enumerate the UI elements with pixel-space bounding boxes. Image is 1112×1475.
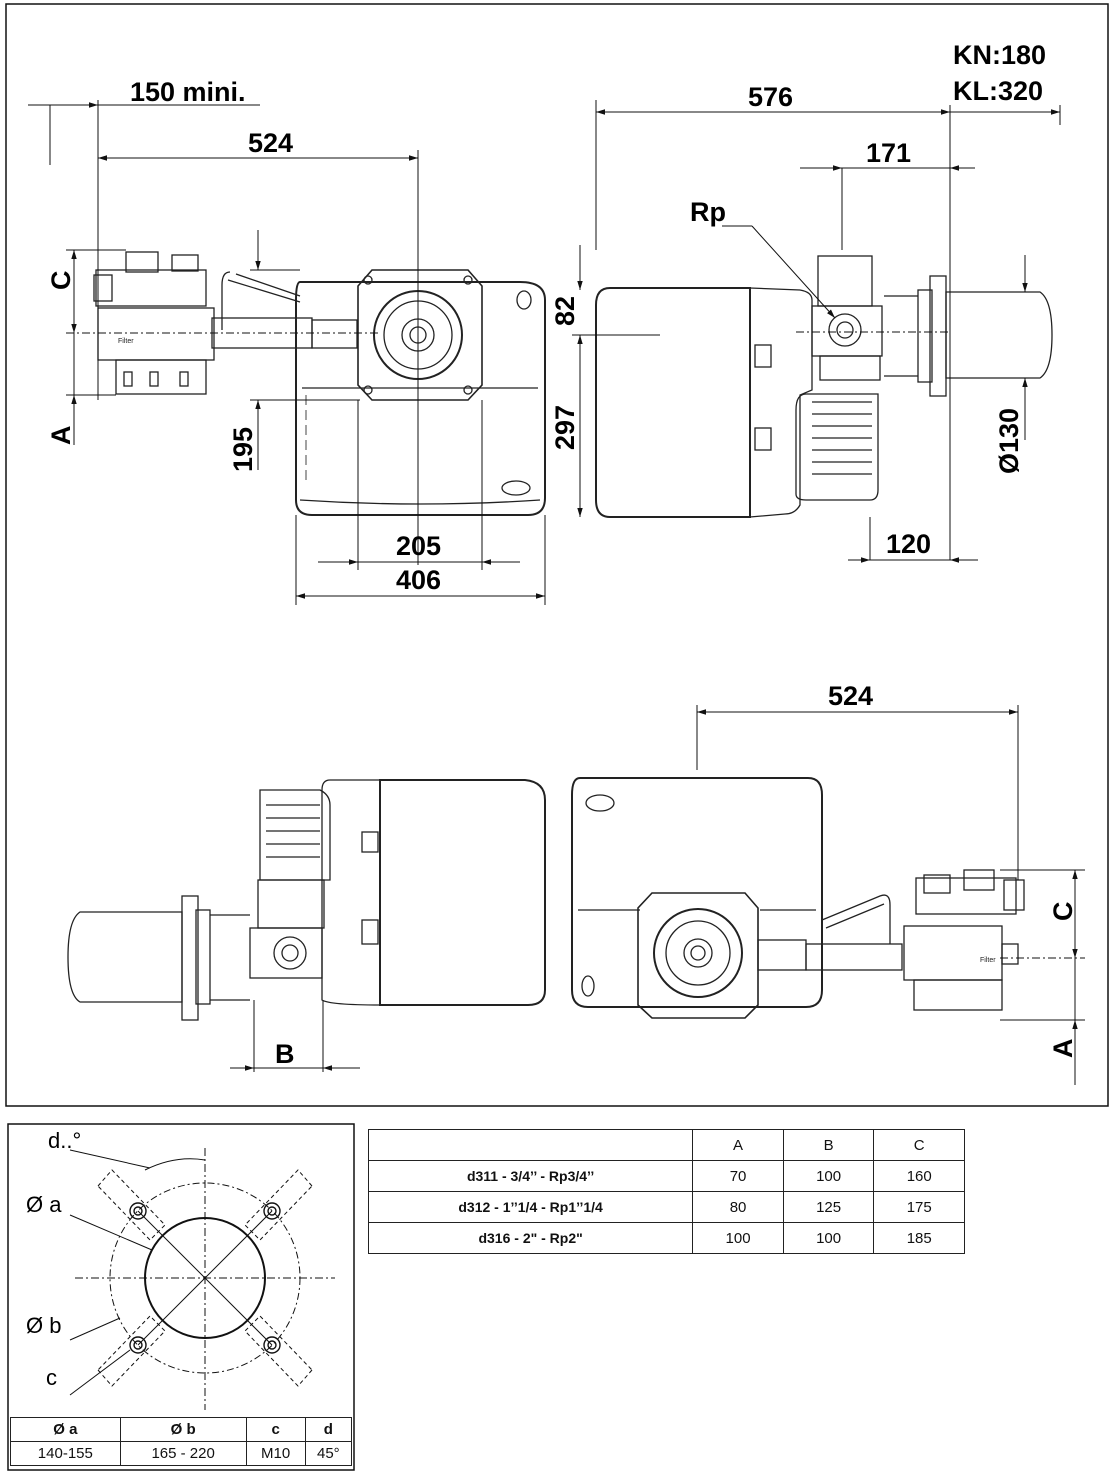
row-C: 185	[873, 1222, 965, 1254]
dimension-table: A B C d311 - 3/4’’ - Rp3/4’’ 70 100 160 …	[367, 1129, 965, 1254]
table-row: d312 - 1’’1/4 - Rp1’’1/4 80 125 175	[367, 1191, 965, 1223]
flange-table: Ø a Ø b c d 140-155 165 - 220 M10 45°	[10, 1417, 353, 1466]
dim-lines-top-left	[28, 100, 546, 605]
table-row: d311 - 3/4’’ - Rp3/4’’ 70 100 160	[367, 1160, 965, 1192]
flange-header-a: Ø a	[10, 1417, 121, 1442]
header-B: B	[782, 1129, 875, 1161]
label-Rp: Rp	[690, 197, 726, 227]
front-view-burner	[93, 251, 546, 516]
flange-value-d: 45°	[304, 1441, 353, 1466]
flange-table-row: 140-155 165 - 220 M10 45°	[10, 1441, 353, 1466]
row-model: d316 - 2" - Rp2"	[367, 1222, 694, 1254]
row-B: 100	[782, 1160, 875, 1192]
flange-diagram	[69, 1148, 335, 1410]
flange-header-b: Ø b	[119, 1417, 247, 1442]
dim-B: B	[275, 1039, 295, 1069]
dim-120: 120	[886, 529, 931, 559]
dim-C-bottom: C	[1048, 902, 1078, 922]
flange-value-c: M10	[245, 1441, 306, 1466]
dim-lines-bottom-left	[230, 1000, 360, 1072]
dim-D130: Ø130	[994, 408, 1024, 474]
row-A: 100	[692, 1222, 784, 1254]
row-C: 160	[873, 1160, 965, 1192]
table-row: d316 - 2" - Rp2" 100 100 185	[367, 1222, 965, 1254]
flange-value-a: 140-155	[10, 1441, 121, 1466]
row-model: d311 - 3/4’’ - Rp3/4’’	[367, 1160, 694, 1192]
header-model	[367, 1129, 694, 1161]
flange-value-b: 165 - 220	[119, 1441, 247, 1466]
bottom-side-view-burner	[67, 779, 546, 1021]
dim-150-mini: 150 mini.	[130, 77, 246, 107]
main-frame	[5, 3, 1109, 1107]
row-A: 80	[692, 1191, 784, 1223]
bottom-front-view-burner	[571, 777, 1025, 1019]
label-KN: KN:180	[953, 40, 1046, 70]
row-B: 125	[782, 1191, 875, 1223]
dim-406: 406	[396, 565, 441, 595]
row-B: 100	[782, 1222, 875, 1254]
dim-524-top: 524	[248, 128, 293, 158]
label-KL: KL:320	[953, 76, 1043, 106]
flange-label-a: Ø a	[26, 1192, 62, 1217]
dim-A-bottom: A	[1048, 1039, 1078, 1059]
row-A: 70	[692, 1160, 784, 1192]
flange-label-b: Ø b	[26, 1313, 61, 1338]
dim-82: 82	[550, 296, 580, 326]
dim-A-top: A	[46, 426, 76, 446]
row-model: d312 - 1’’1/4 - Rp1’’1/4	[367, 1191, 694, 1223]
filter-label-front: Filter	[118, 338, 134, 345]
flange-header-d: d	[304, 1417, 353, 1442]
flange-label-c: c	[46, 1365, 57, 1390]
dim-576: 576	[748, 82, 793, 112]
flange-header-c: c	[245, 1417, 306, 1442]
dim-205: 205	[396, 531, 441, 561]
dimension-table-header: A B C	[367, 1129, 965, 1161]
header-A: A	[692, 1129, 784, 1161]
header-C: C	[873, 1129, 965, 1161]
dim-524-bottom: 524	[828, 681, 873, 711]
row-C: 175	[873, 1191, 965, 1223]
filter-label-bottom: Filter	[980, 957, 996, 964]
flange-label-d: d..°	[48, 1128, 81, 1153]
side-view-burner	[595, 255, 1053, 518]
flange-frame	[7, 1123, 355, 1471]
dim-171: 171	[866, 138, 911, 168]
dim-C-top: C	[46, 271, 76, 291]
dim-297: 297	[550, 405, 580, 450]
dim-lines-top-right	[572, 100, 1061, 563]
dim-195: 195	[228, 427, 258, 472]
flange-table-header: Ø a Ø b c d	[10, 1417, 353, 1442]
dim-lines-bottom-right	[696, 705, 1085, 1085]
